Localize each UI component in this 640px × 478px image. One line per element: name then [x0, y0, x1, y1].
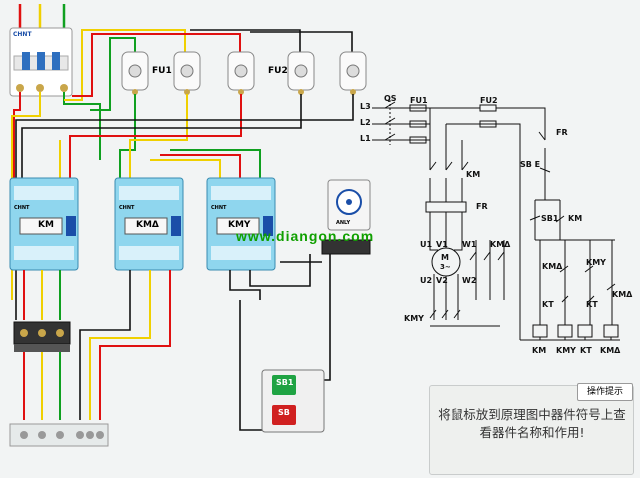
terminal-w2: W2	[462, 276, 477, 285]
fr-ctrl-label[interactable]: FR	[556, 128, 568, 137]
contactor-brand-1: CHNT	[14, 205, 30, 211]
hint-panel	[429, 385, 634, 475]
circuit-breaker[interactable]	[9, 27, 73, 97]
km-hold-label[interactable]: KM	[568, 214, 583, 223]
line-l2: L2	[360, 118, 371, 127]
fuse-fu1[interactable]	[121, 51, 255, 91]
contactor-km[interactable]	[9, 177, 79, 271]
sb-label: SB	[278, 408, 290, 417]
kmy-nc-label[interactable]: KMY	[586, 258, 606, 267]
hint-text: 将鼠标放到原理图中器件符号上查看器件名称和作用!	[438, 407, 626, 440]
sb1-label: SB1	[276, 378, 294, 387]
kt-contact-label-2[interactable]: KT	[586, 300, 598, 309]
fuse-fu2[interactable]	[287, 51, 367, 91]
contactor-brand-3: CHNT	[211, 205, 227, 211]
coil-km-label: KM	[532, 346, 547, 355]
line-l1: L1	[360, 134, 371, 143]
hint-title-button[interactable]: 操作提示	[577, 383, 633, 401]
wiring-panel	[9, 4, 371, 447]
terminal-u1: U1	[420, 240, 433, 249]
contactor-km-delta[interactable]	[114, 177, 184, 271]
fr-main-label[interactable]: FR	[476, 202, 488, 211]
contactor-brand-2: CHNT	[119, 205, 135, 211]
fu2-schematic-label[interactable]: FU2	[480, 96, 498, 105]
watermark: www.diangon.com	[236, 228, 375, 244]
push-button-box	[261, 369, 325, 433]
contactor-km-delta-label: KMΔ	[136, 220, 159, 230]
coil-kmy[interactable]	[557, 324, 573, 338]
fu1-label: FU1	[152, 66, 172, 76]
time-relay-kt[interactable]	[321, 179, 371, 255]
kmy-main-label[interactable]: KMY	[404, 314, 424, 323]
contactor-kmy[interactable]	[206, 177, 276, 271]
fu1-schematic-label[interactable]: FU1	[410, 96, 428, 105]
timer-brand: ANLY	[336, 220, 351, 226]
terminal-w1: W1	[462, 240, 477, 249]
sb1-button[interactable]	[272, 375, 296, 395]
coil-km[interactable]	[532, 324, 548, 338]
motor-terminal-block	[9, 423, 109, 447]
motor-m-label: M	[441, 253, 449, 262]
contactor-kmy-label: KMY	[228, 220, 251, 230]
contactor-km-label: KM	[38, 220, 54, 230]
km-delta-main-label[interactable]: KMΔ	[490, 240, 511, 249]
breaker-brand: CHNT	[13, 31, 32, 38]
motor-3phase-label: 3~	[440, 263, 451, 271]
coil-kmy-label: KMY	[556, 346, 576, 355]
km-main-label[interactable]: KM	[466, 170, 481, 179]
terminal-u2: U2	[420, 276, 433, 285]
fu2-label: FU2	[268, 66, 288, 76]
sb-stop-label[interactable]: SB E	[520, 160, 541, 169]
sb-button[interactable]	[272, 405, 296, 425]
coil-km-delta-label: KMΔ	[600, 346, 621, 355]
sb1-schematic-label[interactable]: SB1	[541, 214, 559, 223]
line-l3: L3	[360, 102, 371, 111]
coil-km-delta[interactable]	[603, 324, 619, 338]
schematic	[372, 100, 620, 341]
coil-kt[interactable]	[577, 324, 593, 338]
terminal-v1: V1	[436, 240, 448, 249]
coil-kt-label: KT	[580, 346, 592, 355]
thermal-relay-fr[interactable]	[13, 321, 71, 352]
km-delta-nc2-label[interactable]: KMΔ	[612, 290, 633, 299]
kt-contact-label-1[interactable]: KT	[542, 300, 554, 309]
qs-label[interactable]: QS	[384, 94, 397, 103]
terminal-v2: V2	[436, 276, 448, 285]
km-delta-nc-label[interactable]: KMΔ	[542, 262, 563, 271]
